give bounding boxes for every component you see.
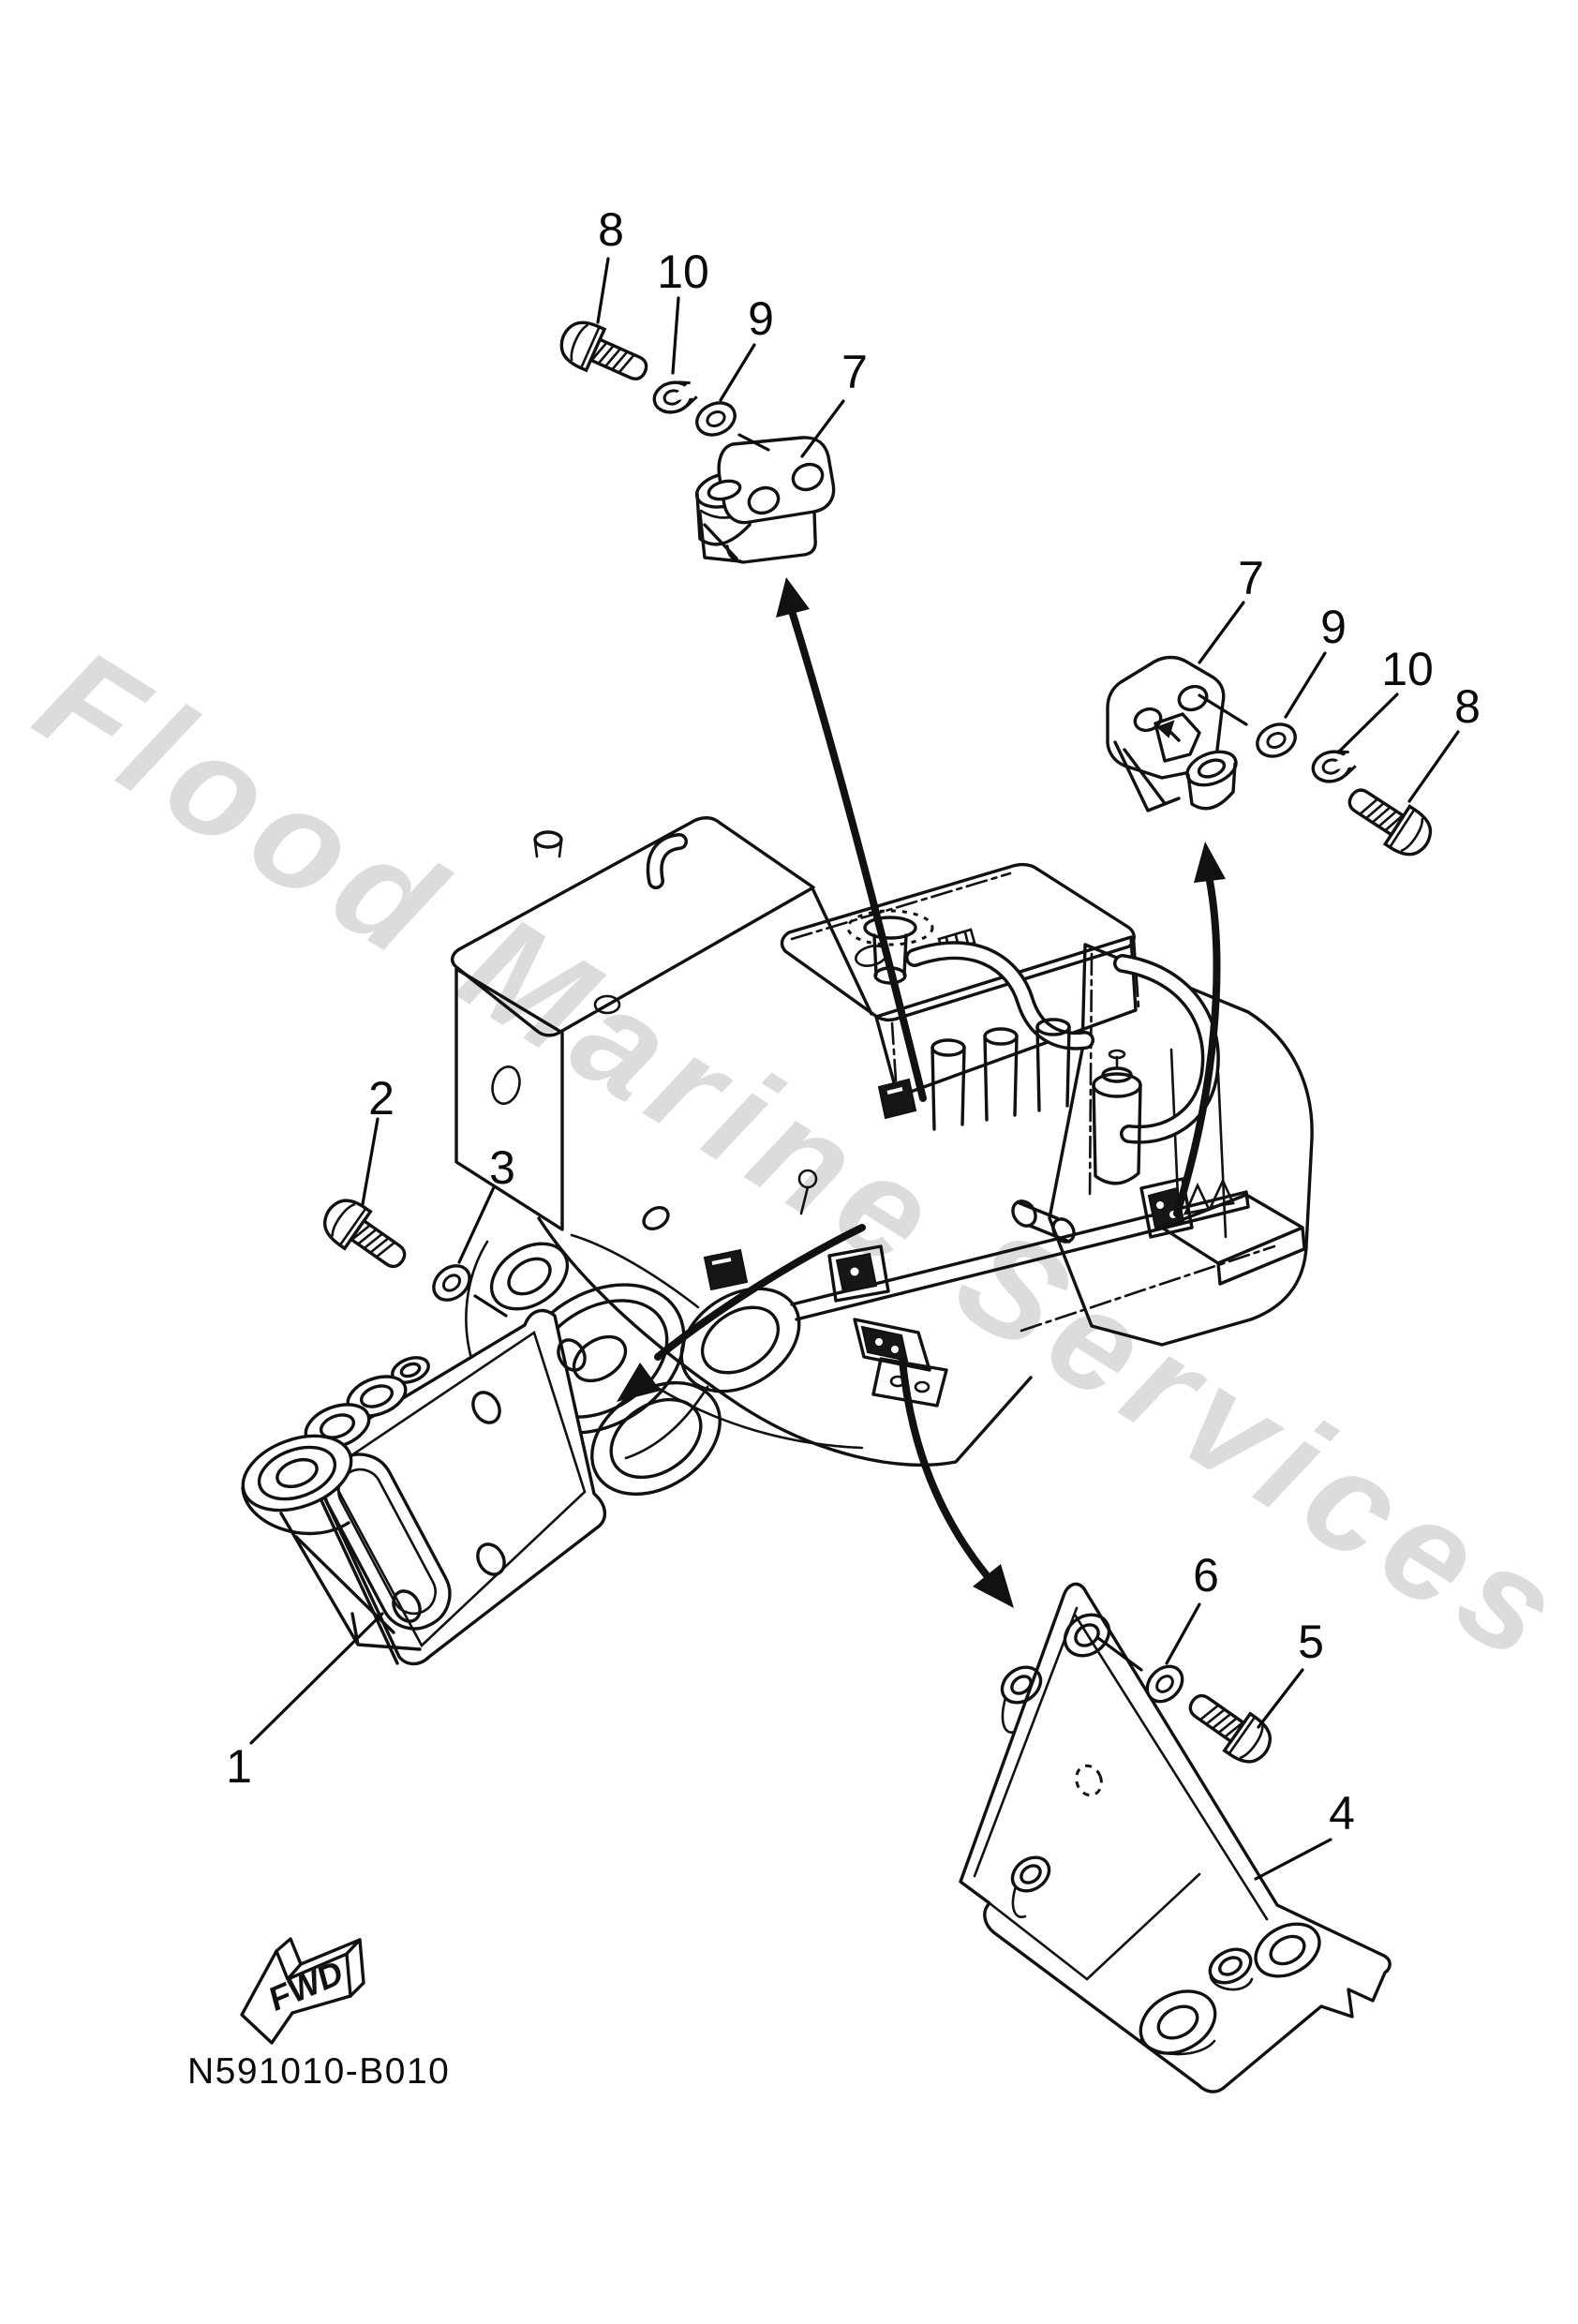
callout-9-right: 9 [1320,601,1347,653]
callout-8-top: 8 [598,203,624,256]
callout-4: 4 [1329,1787,1355,1840]
arrow-to-right-bracket [1173,877,1221,1217]
leader-line-2 [361,1117,380,1206]
leader-line-bracket-to-washer-right [1198,693,1248,726]
leader-line-6 [1165,1602,1201,1665]
arrowhead-top [776,577,810,618]
bracket-1 [241,1308,607,1666]
top-hardware-group: 8 10 9 7 [553,203,868,564]
leader-line-10-right [1336,693,1399,754]
drawing-code: N591010-B010 [187,2051,450,2092]
washer-3 [424,1257,479,1309]
washer-9-right [1250,716,1303,765]
callout-10-top: 10 [657,246,709,298]
leader-line-4 [1254,1838,1332,1881]
callout-8-right: 8 [1454,680,1481,733]
bottom-hardware-group: 6 5 4 [959,1549,1392,2093]
fwd-direction-arrow: FWD [240,1937,365,2045]
callout-7-top: 7 [841,346,868,398]
washer-6 [1139,1658,1191,1710]
arrow-to-top-bracket [788,607,927,1102]
leader-line-3 [457,1185,496,1264]
bolt-2 [314,1190,417,1282]
leader-line-9-right [1284,651,1327,719]
right-hardware-group: 7 9 10 8 [1106,552,1481,865]
leader-line-8-right [1407,730,1460,803]
bolt-8-right [1337,775,1441,865]
bolt-5 [1178,1680,1281,1772]
callout-9-top: 9 [748,292,774,345]
engine-mount-point-left [703,1244,890,1303]
left-hardware-group: 2 3 1 [226,1072,607,1793]
leader-line-7-top [800,399,845,458]
callout-5: 5 [1298,1616,1324,1668]
callout-6: 6 [1193,1549,1219,1601]
leader-line-6-to-bracket [1096,1636,1143,1672]
arrowhead-right [1194,842,1226,883]
leader-line-7-right [1198,601,1245,664]
leader-line-9-to-bracket [737,433,770,452]
bolt-8-top [553,313,656,395]
leader-line-1 [249,1612,384,1745]
bracket-4 [959,1582,1392,2093]
arrowhead-left [617,1363,661,1402]
engine-mount-point-bottom [853,1318,948,1408]
arrow-to-left-bracket [654,1224,866,1361]
leader-line-8-top [596,257,610,324]
arrow-to-bottom-bracket [899,1357,999,1589]
callout-3: 3 [489,1141,515,1194]
leader-line-5 [1257,1668,1304,1729]
engine-mount-point-top [877,1078,917,1120]
arrowhead-bottom [973,1564,1014,1608]
callout-1: 1 [226,1740,252,1793]
callout-10-right: 10 [1381,643,1434,695]
leader-line-10-top [671,296,680,375]
bracket-7-top [694,436,836,564]
engine-illustration [451,816,1314,1497]
bracket-7-right [1106,655,1238,812]
engine-mount-point-right [1139,1177,1194,1239]
leader-line-9-top [719,343,756,402]
washer-9-top [690,395,742,443]
callout-7-right: 7 [1238,552,1264,604]
leader-line-3-to-bracket [473,1294,508,1318]
callout-2: 2 [368,1072,394,1125]
assembly-arrows [617,577,1226,1608]
